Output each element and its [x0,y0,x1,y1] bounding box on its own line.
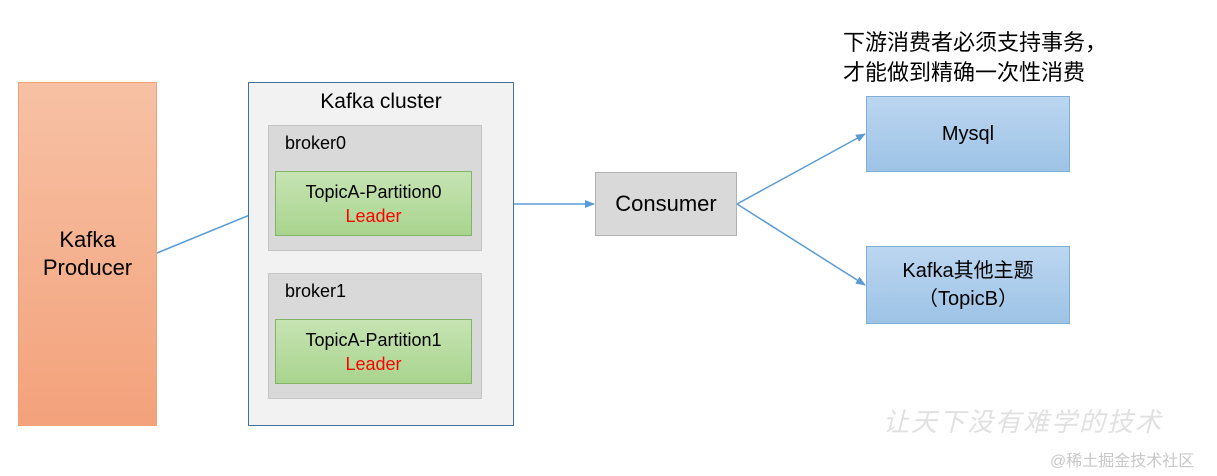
downstream-note: 下游消费者必须支持事务， 才能做到精确一次性消费 [843,28,1107,88]
partition0-name: TopicA-Partition0 [305,181,442,202]
watermark-slogan: 让天下没有难学的技术 [883,408,1164,438]
kafka-other-label-line1: Kafka其他主题 [902,260,1034,282]
arrow-consumer-to-kafka-other [736,203,866,286]
mysql-label: Mysql [941,123,995,145]
broker0-label: broker0 [285,133,347,153]
partition0-role: Leader [345,205,402,226]
producer-label-line2: Producer [42,255,133,280]
mysql-box: Mysql [866,96,1070,172]
note-line1: 下游消费者必须支持事务， [843,30,1108,55]
kafka-other-topic-box: Kafka其他主题 （TopicB） [866,246,1070,324]
partition1-name: TopicA-Partition1 [305,329,442,350]
partition0-box: TopicA-Partition0 Leader [275,171,472,236]
producer-label-line1: Kafka [59,227,116,252]
consumer-label: Consumer [615,191,717,216]
kafka-other-label-line2: （TopicB） [917,288,1019,310]
broker1-label: broker1 [285,281,347,301]
cluster-title: Kafka cluster [320,90,442,113]
arrow-consumer-to-mysql [736,133,866,205]
partition1-box: TopicA-Partition1 Leader [275,319,472,384]
partition1-role: Leader [345,353,402,374]
kafka-producer-box: Kafka Producer [18,82,157,426]
note-line2: 才能做到精确一次性消费 [843,60,1086,85]
consumer-box: Consumer [595,172,737,236]
watermark-site: @稀土掘金技术社区 [1050,453,1195,470]
